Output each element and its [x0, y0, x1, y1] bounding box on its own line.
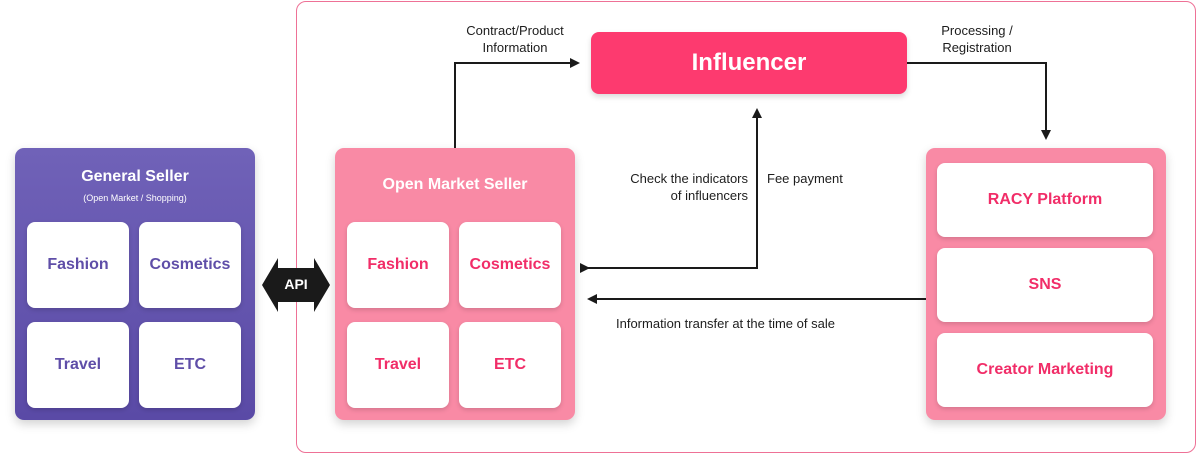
influencer-box: Influencer [591, 32, 907, 94]
general-seller-title: General Seller [81, 168, 189, 185]
open-market-fashion-card: Fashion [347, 222, 449, 308]
contract-label: Contract/Product Information [440, 22, 590, 56]
open-market-seller-panel: Open Market Seller Fashion Cosmetics Tra… [335, 148, 575, 420]
contract-label-line2: Information [482, 40, 548, 55]
general-seller-etc-card: ETC [139, 322, 241, 408]
general-seller-cosmetics-card: Cosmetics [139, 222, 241, 308]
open-market-cosmetics-card: Cosmetics [459, 222, 561, 308]
processing-arrow [907, 62, 1051, 140]
processing-label: Processing / Registration [912, 22, 1042, 56]
contract-label-line1: Contract/Product [466, 23, 564, 38]
open-market-seller-title: Open Market Seller [382, 176, 528, 193]
general-seller-travel-card: Travel [27, 322, 129, 408]
general-seller-subtitle: (Open Market / Shopping) [83, 193, 187, 203]
check-indicators-line2: of influencers [670, 188, 748, 203]
general-seller-panel: General Seller (Open Market / Shopping) … [15, 148, 255, 420]
contract-arrow [454, 58, 580, 148]
fee-check-arrow [580, 108, 762, 273]
check-indicators-label: Check the indicators of influencers [582, 170, 748, 204]
api-double-arrow-icon [262, 258, 330, 312]
general-seller-fashion-card: Fashion [27, 222, 129, 308]
ecosystem-frame [296, 1, 1196, 453]
open-market-travel-card: Travel [347, 322, 449, 408]
creator-marketing-card: Creator Marketing [937, 333, 1153, 407]
processing-label-line1: Processing / [941, 23, 1013, 38]
fee-payment-label: Fee payment [767, 171, 843, 186]
processing-label-line2: Registration [942, 40, 1012, 55]
api-label: API [284, 276, 308, 292]
open-market-etc-card: ETC [459, 322, 561, 408]
check-indicators-line1: Check the indicators [630, 171, 748, 186]
sns-card: SNS [937, 248, 1153, 322]
info-transfer-label: Information transfer at the time of sale [616, 316, 835, 331]
platforms-panel: RACY Platform SNS Creator Marketing [926, 148, 1166, 420]
racy-platform-card: RACY Platform [937, 163, 1153, 237]
